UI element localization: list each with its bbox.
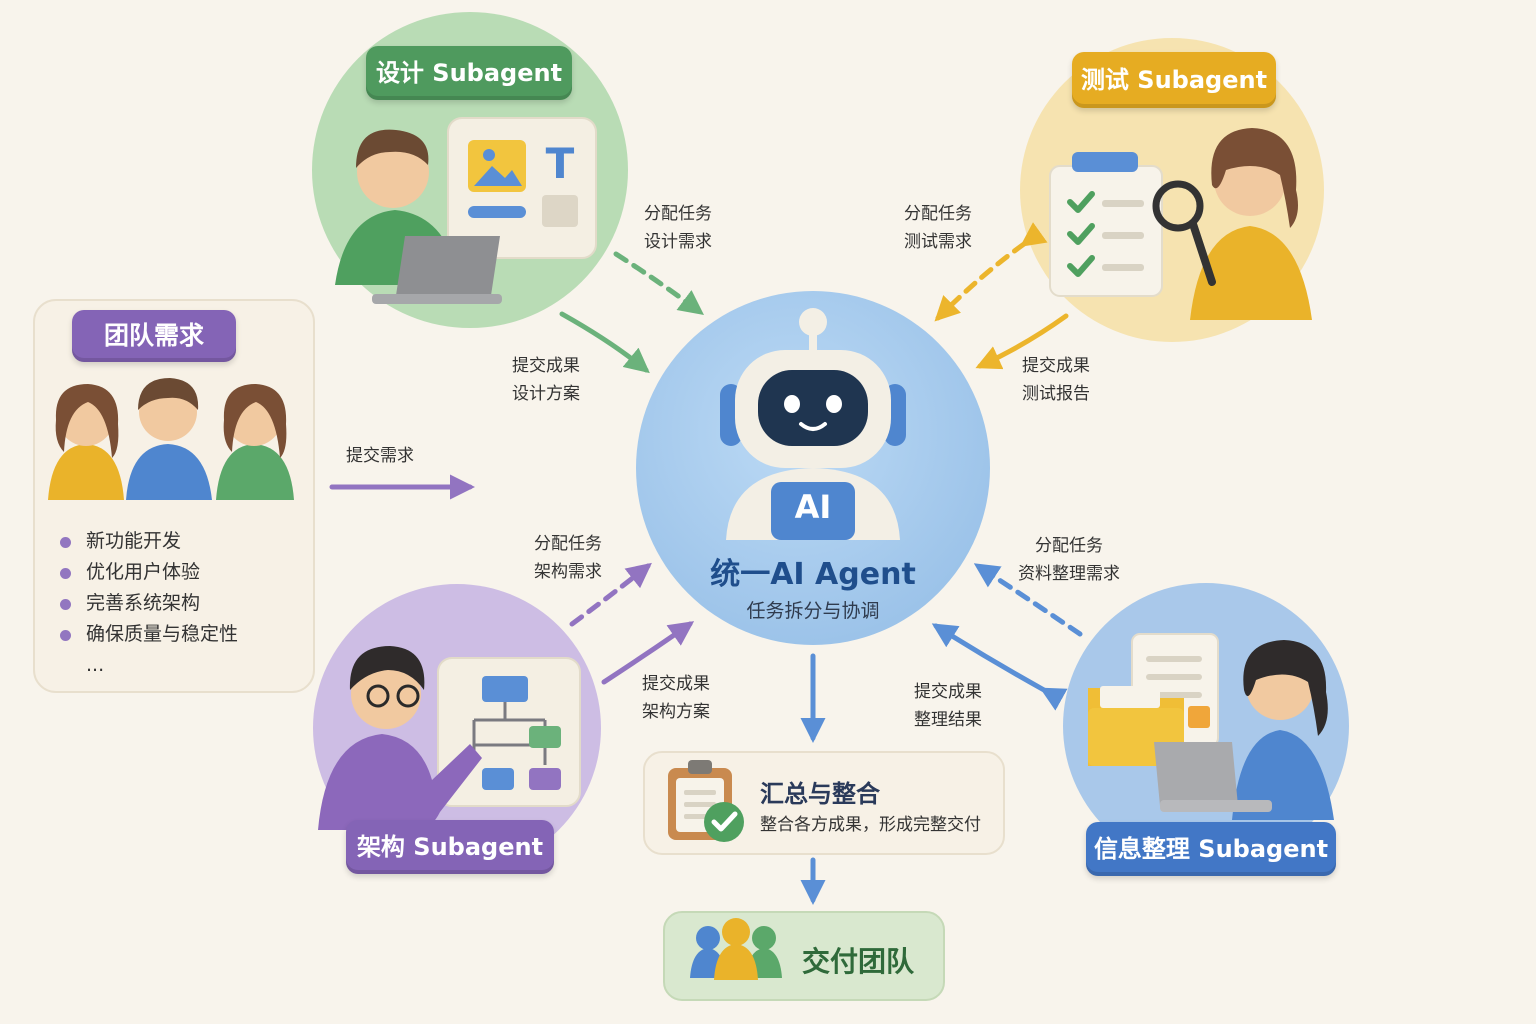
hub-node — [636, 291, 990, 645]
summary-card-bg — [643, 751, 1005, 855]
text-tool-icon: T — [546, 139, 575, 188]
test-assign-label: 分配任务 测试需求 — [904, 204, 972, 252]
delivery-card-bg — [663, 911, 945, 1001]
bullet-icon — [60, 630, 71, 641]
arch-title: 架构 Subagent — [346, 820, 554, 874]
arch-subagent-node — [313, 584, 601, 872]
team-submit-label: 提交需求 — [346, 446, 414, 466]
arrow-test-submit — [975, 313, 1069, 370]
test-submit-label: 提交成果 测试报告 — [1022, 356, 1090, 404]
list-item: 新功能开发 — [60, 526, 238, 557]
laptop-icon — [1154, 742, 1238, 806]
arrows — [329, 222, 1083, 905]
arrow-design-submit — [559, 311, 650, 374]
design-title: 设计 Subagent — [366, 46, 572, 100]
list-item: ... — [86, 654, 105, 676]
checklist-icon — [1049, 165, 1163, 297]
hub-badge: AI — [794, 488, 832, 526]
delivery-title: 交付团队 — [802, 945, 915, 978]
check-icon — [704, 802, 744, 842]
magnifier-icon — [1152, 180, 1204, 232]
info-assign-label: 分配任务 资料整理需求 — [1018, 536, 1120, 584]
team-requirements-list: 新功能开发 优化用户体验 完善系统架构 确保质量与稳定性 ... — [60, 526, 238, 681]
arrow-test-assign — [934, 222, 1048, 322]
list-item: 确保质量与稳定性 — [60, 619, 238, 650]
robot-icon — [720, 308, 906, 540]
bullet-icon — [60, 599, 71, 610]
hub-subtitle: 任务拆分与协调 — [746, 600, 880, 622]
team-card — [33, 299, 315, 693]
arrow-design-assign — [613, 251, 705, 315]
info-submit-label: 提交成果 整理结果 — [914, 682, 982, 730]
arrow-info-submit — [931, 623, 1068, 711]
arrow-arch-submit — [601, 621, 695, 685]
test-title: 测试 Subagent — [1072, 52, 1276, 108]
design-assign-label: 分配任务 设计需求 — [644, 204, 712, 252]
bullet-icon — [60, 568, 71, 579]
arch-submit-label: 提交成果 架构方案 — [642, 674, 710, 722]
info-subagent-node — [1063, 583, 1349, 869]
arch-assign-label: 分配任务 架构需求 — [534, 534, 602, 582]
design-submit-label: 提交成果 设计方案 — [512, 356, 580, 404]
test-subagent-node — [1020, 38, 1324, 342]
team-title: 团队需求 — [72, 310, 236, 362]
hub-title: 统一AI Agent — [710, 557, 916, 592]
list-item: 优化用户体验 — [60, 557, 238, 588]
bullet-icon — [60, 537, 71, 548]
list-item: 完善系统架构 — [60, 588, 238, 619]
arrow-arch-assign — [569, 562, 652, 627]
arrow-info-assign — [973, 563, 1083, 637]
summary-subtitle: 整合各方成果，形成完整交付 — [760, 815, 981, 835]
info-title: 信息整理 Subagent — [1086, 822, 1336, 876]
team-group-icon — [690, 918, 782, 980]
summary-title: 汇总与整合 — [760, 780, 880, 808]
